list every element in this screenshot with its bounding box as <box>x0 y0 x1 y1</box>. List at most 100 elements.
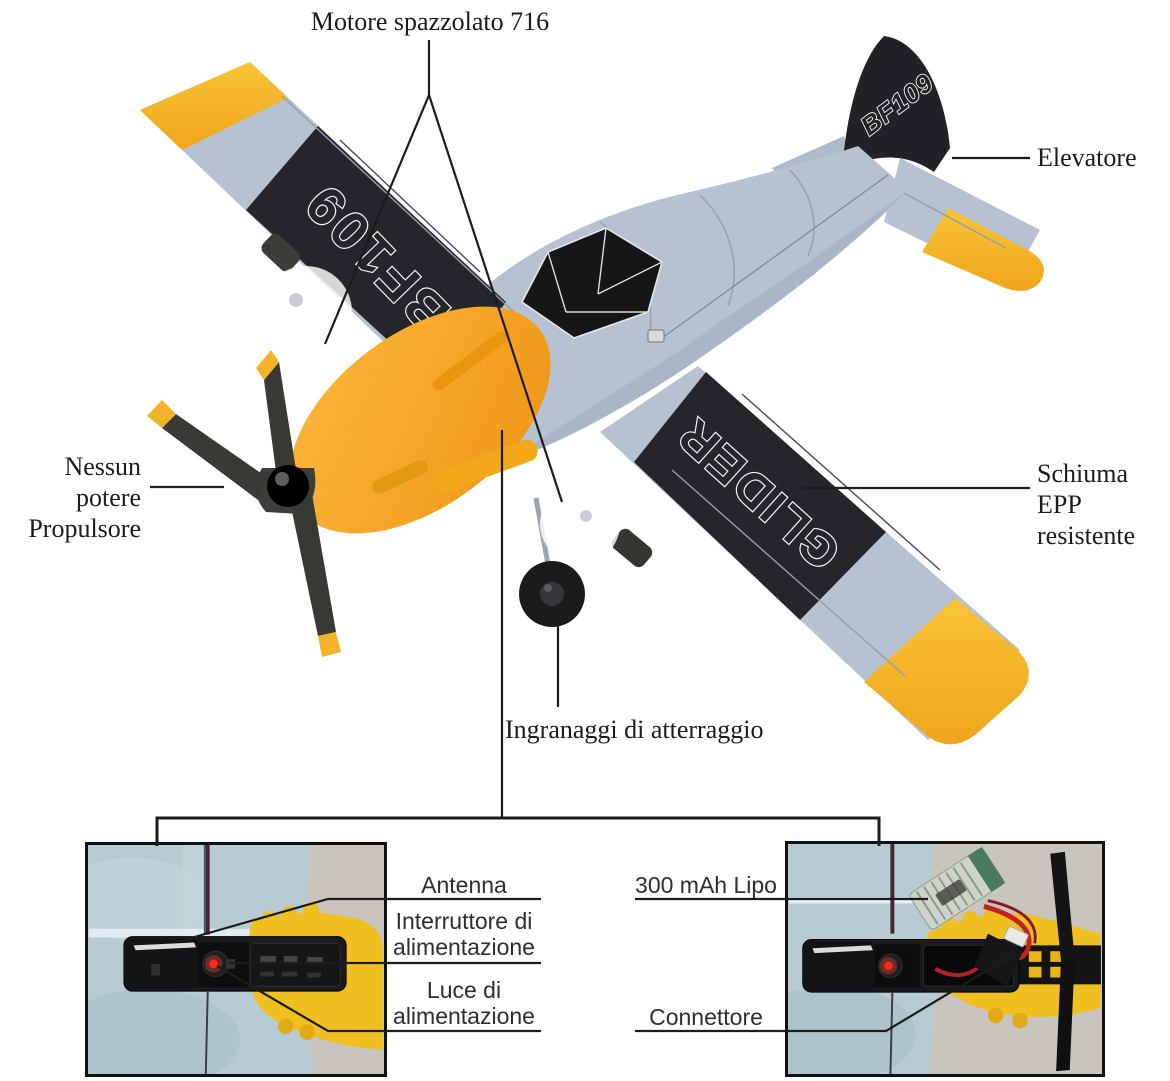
cowl-vent <box>372 460 428 494</box>
canopy-frame-1 <box>597 227 607 295</box>
right-wing-aileron-line <box>671 469 906 677</box>
label-motor: Motore spazzolato 716 <box>310 7 550 36</box>
battery-label <box>935 879 967 906</box>
right-wing-black-panel <box>634 372 886 620</box>
fuselage-rib-1 <box>942 918 958 934</box>
foam-highlight <box>88 857 206 940</box>
label-power-switch-line1: Interruttore di <box>395 908 533 934</box>
landing-gear <box>519 497 585 627</box>
right-motor-spinner <box>580 510 592 522</box>
propeller-blade-lower <box>1056 959 1075 1072</box>
label-power-light-line1: Luce di <box>426 977 502 1003</box>
prop-hub <box>267 465 309 507</box>
fuselage-rib-3 <box>303 902 319 919</box>
left-motor-spinner <box>289 293 303 307</box>
fuselage-rib-5 <box>1012 1012 1028 1029</box>
battery-wire-dark <box>987 899 1037 944</box>
left-prop-blur-core <box>279 285 333 339</box>
elevator-pushrod <box>661 174 889 339</box>
label-elevator: Elevatore <box>1037 143 1137 172</box>
label-connector: Connettore <box>649 1004 763 1030</box>
fuselage-rib-1 <box>261 911 277 927</box>
label-epp-foam: Schiuma EPP resistente <box>1037 458 1170 551</box>
antenna-wire <box>890 844 895 934</box>
fuselage-rib-4 <box>277 1018 294 1035</box>
label-epp-line1: Schiuma EPP <box>1037 459 1128 519</box>
elevator-hinge-line <box>901 191 1007 249</box>
foam-white-band <box>789 897 932 904</box>
label-power-light-line2: alimentazione <box>393 1003 535 1029</box>
right-motor-pod <box>611 528 653 568</box>
battery-ridge-6 <box>952 867 976 901</box>
panel-slot-4 <box>260 971 275 977</box>
label-power-switch: Interruttore di alimentazione <box>387 908 541 960</box>
label-power-light: Luce di alimentazione <box>387 977 541 1029</box>
connector-plug <box>1003 926 1029 948</box>
antenna-stripe <box>812 945 873 954</box>
prop-blade-down <box>290 494 336 636</box>
label-landing-gear: Ingranaggi di atterraggio <box>505 715 764 744</box>
fuselage-rib-2 <box>281 905 298 922</box>
canopy-frame-4 <box>597 261 663 295</box>
inset-right-art <box>788 844 1101 1074</box>
servo-horn <box>647 329 665 343</box>
prop-blade-up <box>264 362 296 472</box>
right-wing-motor <box>540 484 653 568</box>
panel-slot-2 <box>283 956 298 962</box>
power-switch <box>226 959 236 969</box>
antenna-wire <box>205 845 210 935</box>
foam-seam-lower <box>204 991 209 1074</box>
ribbed-panel <box>250 942 341 987</box>
stabilizer-yellow-tip <box>922 208 1044 291</box>
boom-window-2 <box>1050 951 1063 962</box>
foam-shading <box>88 989 240 1074</box>
housing-marking <box>151 963 160 976</box>
prop-blade-down-tip <box>318 632 341 657</box>
label-power-switch-line2: alimentazione <box>393 934 535 960</box>
label-no-power-line2: Propulsore <box>28 514 141 543</box>
left-motor-pod <box>261 233 300 272</box>
tail-fin <box>842 36 950 172</box>
label-no-power: Nessun potere Propulsore <box>0 451 141 544</box>
battery-ridge-7 <box>959 862 983 897</box>
panel-slot-1 <box>260 956 276 962</box>
main-wheel-hub <box>540 582 564 606</box>
battery-ridge-1 <box>915 891 939 925</box>
antenna-stripe <box>133 942 197 951</box>
propeller-blade-upper <box>1050 851 1075 961</box>
battery-green-edge <box>967 846 1006 892</box>
label-lipo-battery: 300 mAh Lipo <box>635 872 777 898</box>
main-wheel-axle <box>544 584 552 592</box>
lipo-battery <box>909 846 1006 930</box>
prop-hub-highlight <box>275 472 289 486</box>
boom-window-4 <box>1050 966 1063 978</box>
battery-ridge-2 <box>923 886 947 921</box>
power-led <box>209 959 218 969</box>
boom-window-1 <box>1028 951 1042 962</box>
prop-blade-left-tip <box>147 400 176 428</box>
main-propeller <box>147 350 341 657</box>
inset-photo-underside-left <box>85 842 387 1077</box>
label-antenna: Antenna <box>421 872 507 898</box>
label-no-power-line1: Nessun potere <box>64 452 141 512</box>
prop-blade-up-tip <box>256 350 279 380</box>
power-led <box>884 961 893 971</box>
fuselage-rib-5 <box>299 1024 315 1040</box>
panel-slot-3 <box>307 957 323 963</box>
fuselage-ring-3 <box>789 169 815 257</box>
right-wing-panel-line <box>741 393 941 571</box>
inset-left-art <box>88 845 384 1074</box>
switch-housing <box>123 938 200 990</box>
right-wing-yellow-tip <box>864 598 1029 745</box>
label-epp-line2: resistente <box>1037 521 1136 550</box>
panel-slot-6 <box>307 972 321 978</box>
boom-window-3 <box>1028 966 1042 978</box>
antenna-channel-blue <box>203 845 206 935</box>
right-wing: GLIDER <box>600 366 1029 745</box>
fuselage-ring-2 <box>699 194 735 307</box>
fuselage-rib-4 <box>987 1007 1004 1024</box>
inset-photo-underside-right <box>785 841 1105 1077</box>
fuselage-rib-2 <box>962 911 979 927</box>
prop-blade-left <box>162 414 268 500</box>
